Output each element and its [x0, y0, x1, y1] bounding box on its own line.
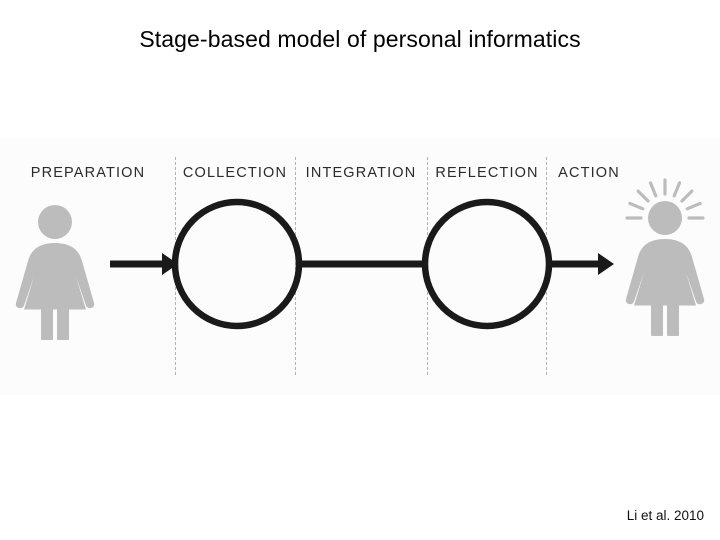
- stage-label-preparation: PREPARATION: [30, 165, 146, 181]
- stage-divider-2: [295, 157, 296, 375]
- page-title: Stage-based model of personal informatic…: [139, 26, 581, 52]
- stage-label-reflection: REFLECTION: [435, 165, 539, 181]
- stage-divider-3: [427, 157, 428, 375]
- citation-text: Li et al. 2010: [626, 508, 704, 523]
- stage-divider-4: [546, 157, 547, 375]
- stage-label-action: ACTION: [558, 165, 620, 181]
- stage-divider-1: [175, 157, 176, 375]
- stage-label-integration: INTEGRATION: [305, 165, 417, 181]
- stage-label-collection: COLLECTION: [182, 165, 288, 181]
